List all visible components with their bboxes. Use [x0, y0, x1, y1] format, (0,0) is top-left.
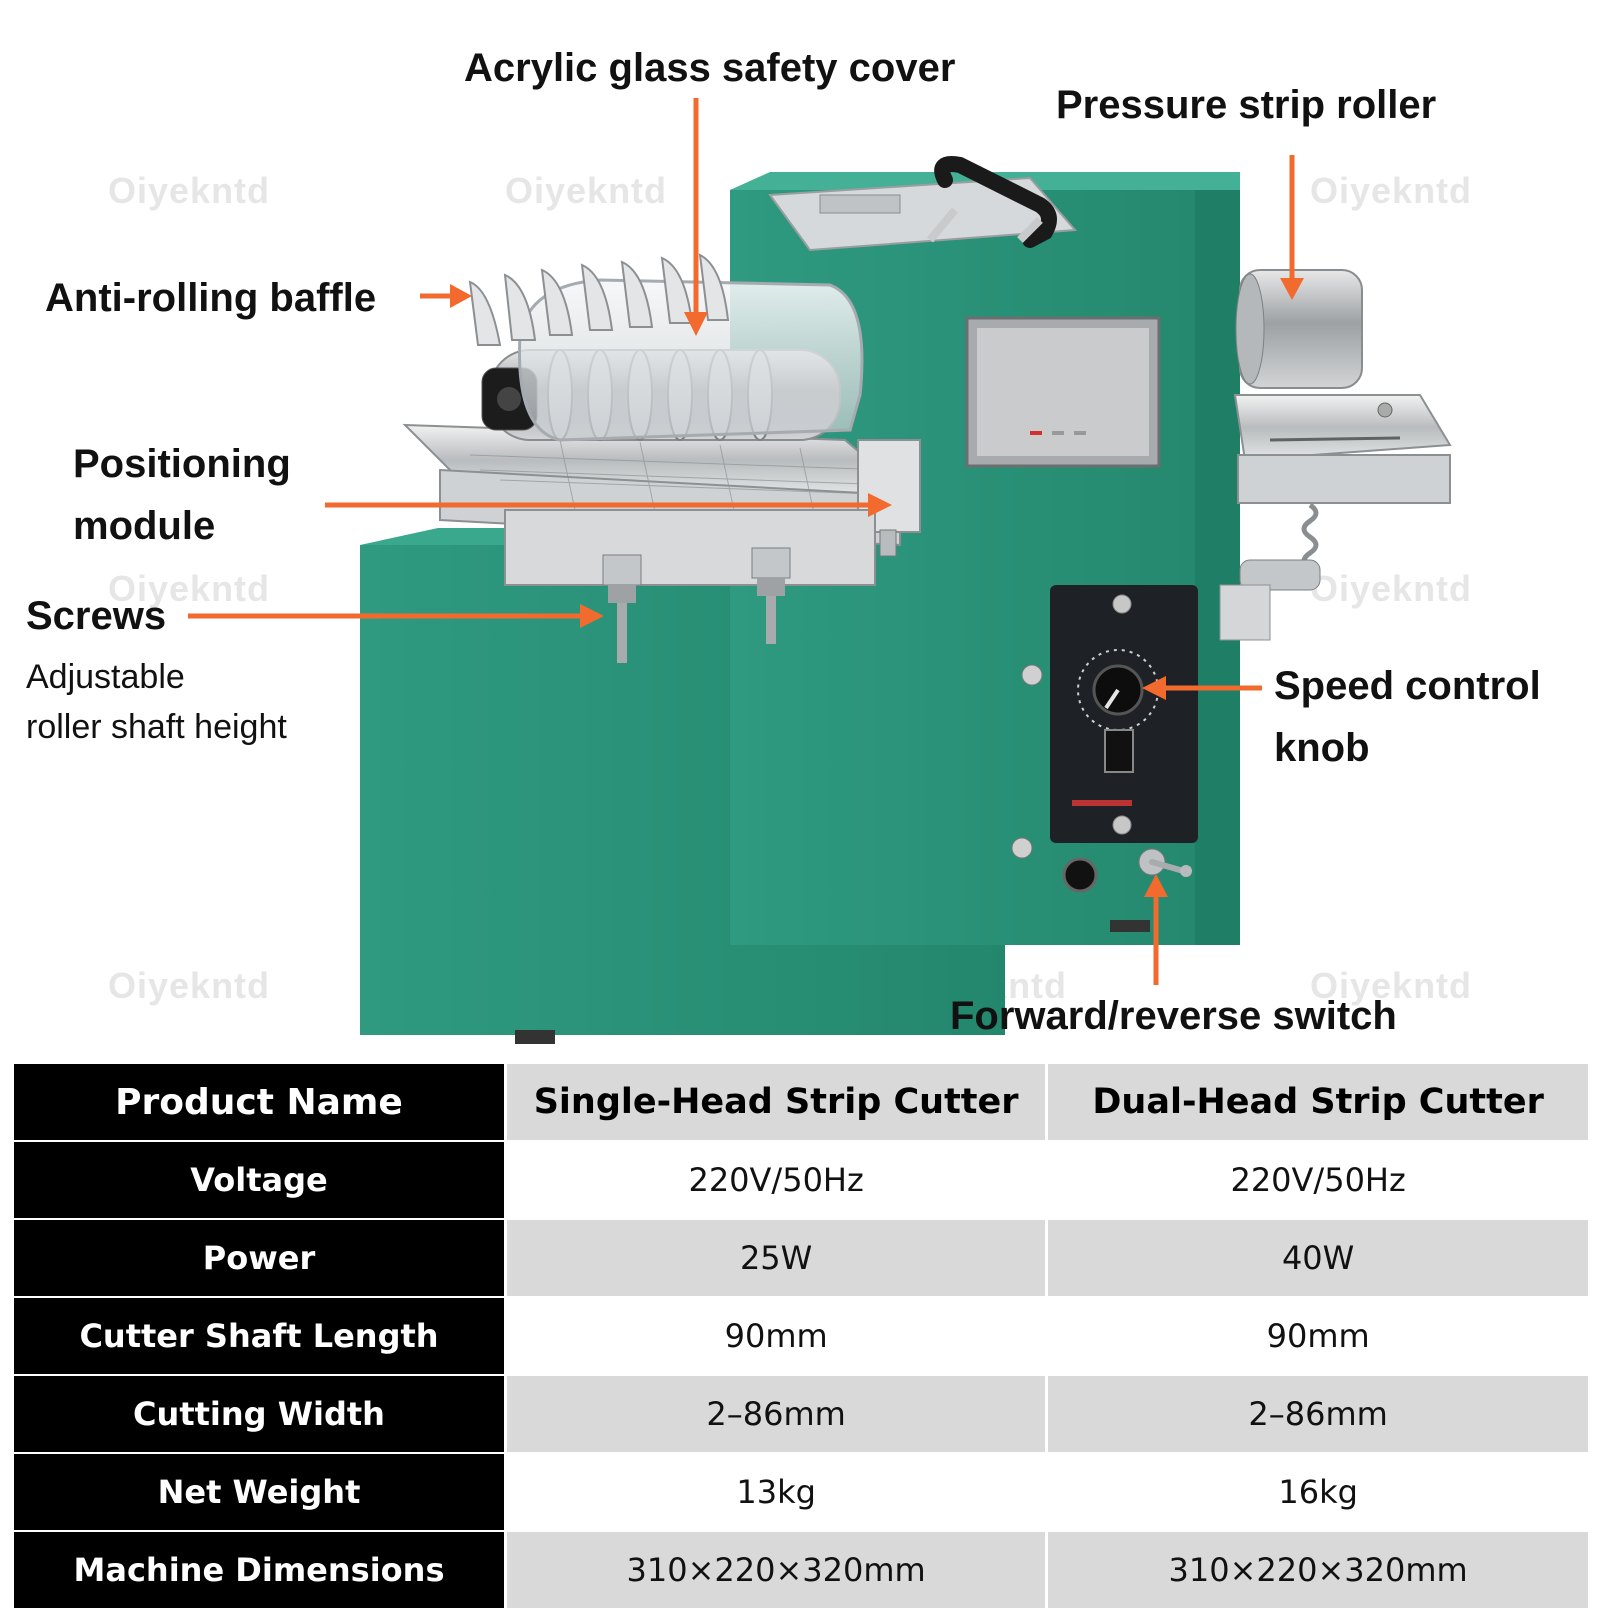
table-row: Power 25W 40W: [14, 1219, 1588, 1298]
table-header-row: Product Name Single-Head Strip Cutter Du…: [14, 1064, 1588, 1142]
panel-screw: [1112, 594, 1132, 614]
table-row: Cutter Shaft Length 90mm 90mm: [14, 1297, 1588, 1376]
power-rocker-switch: [1104, 729, 1134, 773]
label-positioning-module-line2: module: [73, 504, 216, 548]
foot: [515, 1030, 555, 1044]
watermark: Oiyekntd: [1310, 170, 1473, 211]
row-label: Net Weight: [14, 1453, 507, 1532]
watermark: Oiyekntd: [108, 170, 271, 211]
anti-rolling-baffle: [468, 253, 730, 346]
spring: [1301, 502, 1319, 572]
strip-cutter-machine: [188, 98, 1452, 1044]
product-illustration: Oiyekntd Oiyekntd Oiyekntd Oiyekntd Oiye…: [26, 46, 1541, 1044]
hinge: [819, 194, 901, 214]
handle-bracket: [926, 207, 1043, 243]
table-support: [504, 509, 876, 586]
row-label: Power: [14, 1219, 507, 1298]
foot: [1110, 920, 1150, 932]
cell-single: 220V/50Hz: [503, 1141, 1047, 1220]
label-screws-sub1: Adjustable: [26, 658, 185, 696]
spec-table: Product Name Single-Head Strip Cutter Du…: [14, 1064, 1588, 1610]
cell-single: 13kg: [503, 1453, 1047, 1532]
header-single-head: Single-Head Strip Cutter: [503, 1064, 1047, 1142]
label-screws: Screws: [26, 594, 167, 638]
row-label: Voltage: [14, 1141, 507, 1220]
panel-screw: [1112, 815, 1132, 835]
row-label: Machine Dimensions: [14, 1531, 507, 1610]
watermark: Oiyekntd: [1310, 568, 1473, 609]
header-dual-head: Dual-Head Strip Cutter: [1045, 1064, 1588, 1142]
cell-dual: 16kg: [1045, 1453, 1588, 1532]
column-screw: [1011, 837, 1033, 859]
watermark: Oiyekntd: [108, 965, 271, 1006]
table-row: Cutting Width 2–86mm 2–86mm: [14, 1375, 1588, 1454]
label-forward-reverse-switch: Forward/reverse switch: [950, 994, 1397, 1038]
right-table-front: [1237, 454, 1451, 504]
machine-column-right: [1195, 190, 1240, 945]
table-row: Machine Dimensions 310×220×320mm 310×220…: [14, 1531, 1588, 1610]
watermark: Oiyekntd: [505, 170, 668, 211]
right-table: [1233, 394, 1452, 462]
table-row: Net Weight 13kg 16kg: [14, 1453, 1588, 1532]
cell-single: 310×220×320mm: [503, 1531, 1047, 1610]
row-label: Cutting Width: [14, 1375, 507, 1454]
label-pressure-strip-roller: Pressure strip roller: [1056, 83, 1437, 127]
label-speed-control-line2: knob: [1274, 726, 1370, 770]
cell-single: 2–86mm: [503, 1375, 1047, 1454]
spring-bolt: [1239, 559, 1321, 591]
label-anti-rolling-baffle: Anti-rolling baffle: [45, 276, 377, 320]
watermark: Oiyekntd: [1310, 965, 1473, 1006]
watermark: Oiyekntd: [108, 568, 271, 609]
height-adjust-screw: [751, 547, 791, 644]
label-positioning-module-line1: Positioning: [73, 442, 291, 486]
label-screws-sub2: roller shaft height: [26, 708, 287, 746]
cell-single: 25W: [503, 1219, 1047, 1298]
cell-dual: 90mm: [1045, 1297, 1588, 1376]
label-acrylic-safety-cover: Acrylic glass safety cover: [464, 46, 956, 90]
window-glass: [977, 328, 1149, 456]
cell-dual: 310×220×320mm: [1045, 1531, 1588, 1610]
cell-dual: 2–86mm: [1045, 1375, 1588, 1454]
forward-reverse-switch-lever: [1149, 859, 1183, 873]
cell-single: 90mm: [503, 1297, 1047, 1376]
row-label: Cutter Shaft Length: [14, 1297, 507, 1376]
column-screw: [1021, 664, 1043, 686]
cell-dual: 40W: [1045, 1219, 1588, 1298]
label-speed-control-line1: Speed control: [1274, 664, 1541, 708]
callout-arrows: [188, 98, 1304, 985]
height-adjust-screw: [602, 554, 642, 663]
acrylic-safety-cover: [518, 278, 864, 442]
cell-dual: 220V/50Hz: [1045, 1141, 1588, 1220]
header-product-name: Product Name: [14, 1064, 507, 1142]
handle: [934, 156, 1057, 248]
bottom-knob: [1062, 857, 1098, 893]
table-row: Voltage 220V/50Hz 220V/50Hz: [14, 1141, 1588, 1220]
